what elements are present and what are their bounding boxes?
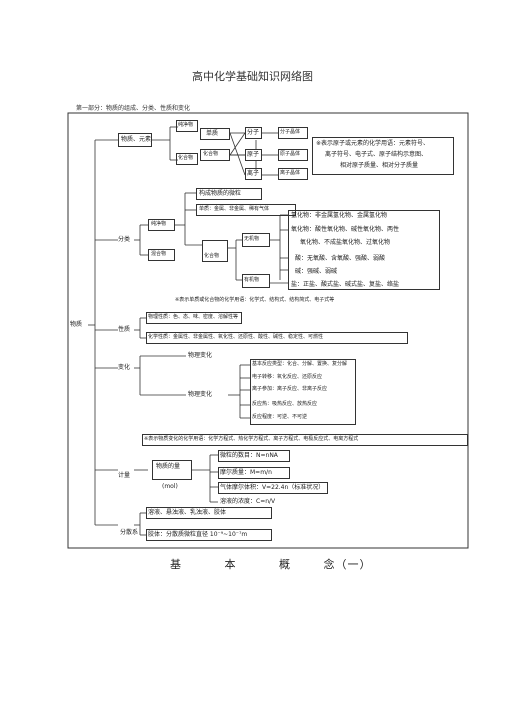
- note-formula: ※表示单质或化合物的化学用语：化学式、结构式、结构简式、电子式等: [175, 297, 335, 303]
- node-pure-substance: 纯净物: [178, 122, 194, 128]
- calc-line-3: 气体摩尔体积：V=22.4n（标准状况）: [220, 484, 325, 491]
- node-mol-unit: (mol): [162, 483, 178, 490]
- page-title: 高中化学基础知识网络图: [192, 70, 313, 83]
- oxide-line-3: 氧化物、不成盐氧化物、过氧化物: [300, 239, 391, 246]
- node-simple-substance: 单质: [206, 130, 219, 137]
- reaction-line-5: 反应程度：可逆、不可逆: [252, 414, 308, 420]
- node-constituent-particles: 构成物质的微粒: [199, 190, 242, 197]
- node-properties: 性质: [118, 326, 131, 333]
- node-molecule: 分子: [247, 129, 260, 136]
- node-atom: 原子: [247, 151, 260, 158]
- reaction-line-1: 基本反应类型：化合、分解、置换、复分解: [252, 361, 348, 367]
- node-atomic-crystal: 原子晶体: [280, 151, 301, 157]
- calc-line-2: 摩尔质量：M=m/n: [220, 469, 272, 476]
- node-dispersion-system: 分散系: [120, 529, 139, 536]
- section-title: 第一部分：物质的组成、分类、性质和变化: [76, 105, 191, 112]
- note-reaction: ※表示物质变化的化学用语：化学方程式、热化学方程式、离子方程式、电极反应式、电离…: [144, 436, 359, 442]
- oxide-line-2: 氧化物：酸性氧化物、碱性氧化物、两性: [291, 226, 400, 233]
- physical-properties: 物理性质：色、态、味、密度、溶解性等: [148, 314, 239, 320]
- note-symbols-line-2: 离子符号、电子式、原子结构示意图、: [325, 151, 428, 158]
- reaction-line-4: 反应热：吸热反应、放热反应: [252, 401, 318, 407]
- node-measurement: 计量: [118, 472, 131, 479]
- node-ionic-crystal: 离子晶体: [280, 170, 301, 176]
- node-compound-2: 化合物: [203, 151, 219, 157]
- node-compound: 化合物: [178, 155, 194, 161]
- node-molecular-crystal: 分子晶体: [280, 129, 301, 135]
- calc-line-1: 微粒的数目：N=nNA: [220, 452, 278, 459]
- reaction-line-2: 电子转移：氧化反应、还原反应: [252, 374, 323, 380]
- chemical-properties: 化学性质：金属性、非金属性、氧化性、还原性、酸性、碱性、稳定性、可燃性: [148, 334, 324, 340]
- node-amount-of-substance: 物质的量: [156, 463, 181, 470]
- base-line: 碱：强碱、弱碱: [295, 268, 338, 275]
- dispersion-line-2: 胶体：分散质微粒直径 10⁻⁹~10⁻⁷m: [148, 531, 248, 538]
- node-mixture: 混合物: [151, 251, 167, 257]
- node-classification: 分类: [118, 236, 131, 243]
- dispersion-line-1: 溶液、悬浊液、乳浊液、胶体: [148, 509, 227, 516]
- node-simple-list: 单质：金属、非金属、稀有气体: [199, 206, 270, 212]
- node-changes: 变化: [118, 364, 131, 371]
- oxide-line-1: 氢化物：非金属氢化物、金属氢化物: [291, 212, 388, 219]
- node-substance-element: 物质、元素: [121, 136, 152, 143]
- acid-line: 酸：无氧酸、含氧酸、强酸、弱酸: [295, 255, 386, 262]
- node-physical-change: 物理变化: [188, 352, 213, 359]
- node-chemical-change: 物理变化: [188, 391, 213, 398]
- node-wuzhi: 物质: [70, 321, 83, 328]
- node-ion: 离子: [247, 170, 260, 177]
- note-symbols-line-3: 相对原子质量、相对分子质量: [340, 162, 419, 169]
- node-pure-substance-2: 纯净物: [151, 221, 167, 227]
- salt-line: 盐：正盐、酸式盐、碱式盐、复盐、络盐: [291, 281, 400, 288]
- node-compound-3: 化合物: [204, 253, 220, 259]
- reaction-line-3: 离子参加：离子反应、非离子反应: [252, 386, 328, 392]
- node-organic: 有机物: [244, 277, 260, 283]
- calc-line-4: 溶液的浓度：C=n/V: [220, 498, 276, 505]
- note-symbols-line-1: ※表示原子或元素的化学用语：元素符号、: [316, 140, 430, 147]
- bottom-heading: 基 本 概 念（一）: [170, 558, 372, 571]
- node-inorganic: 无机物: [244, 236, 260, 242]
